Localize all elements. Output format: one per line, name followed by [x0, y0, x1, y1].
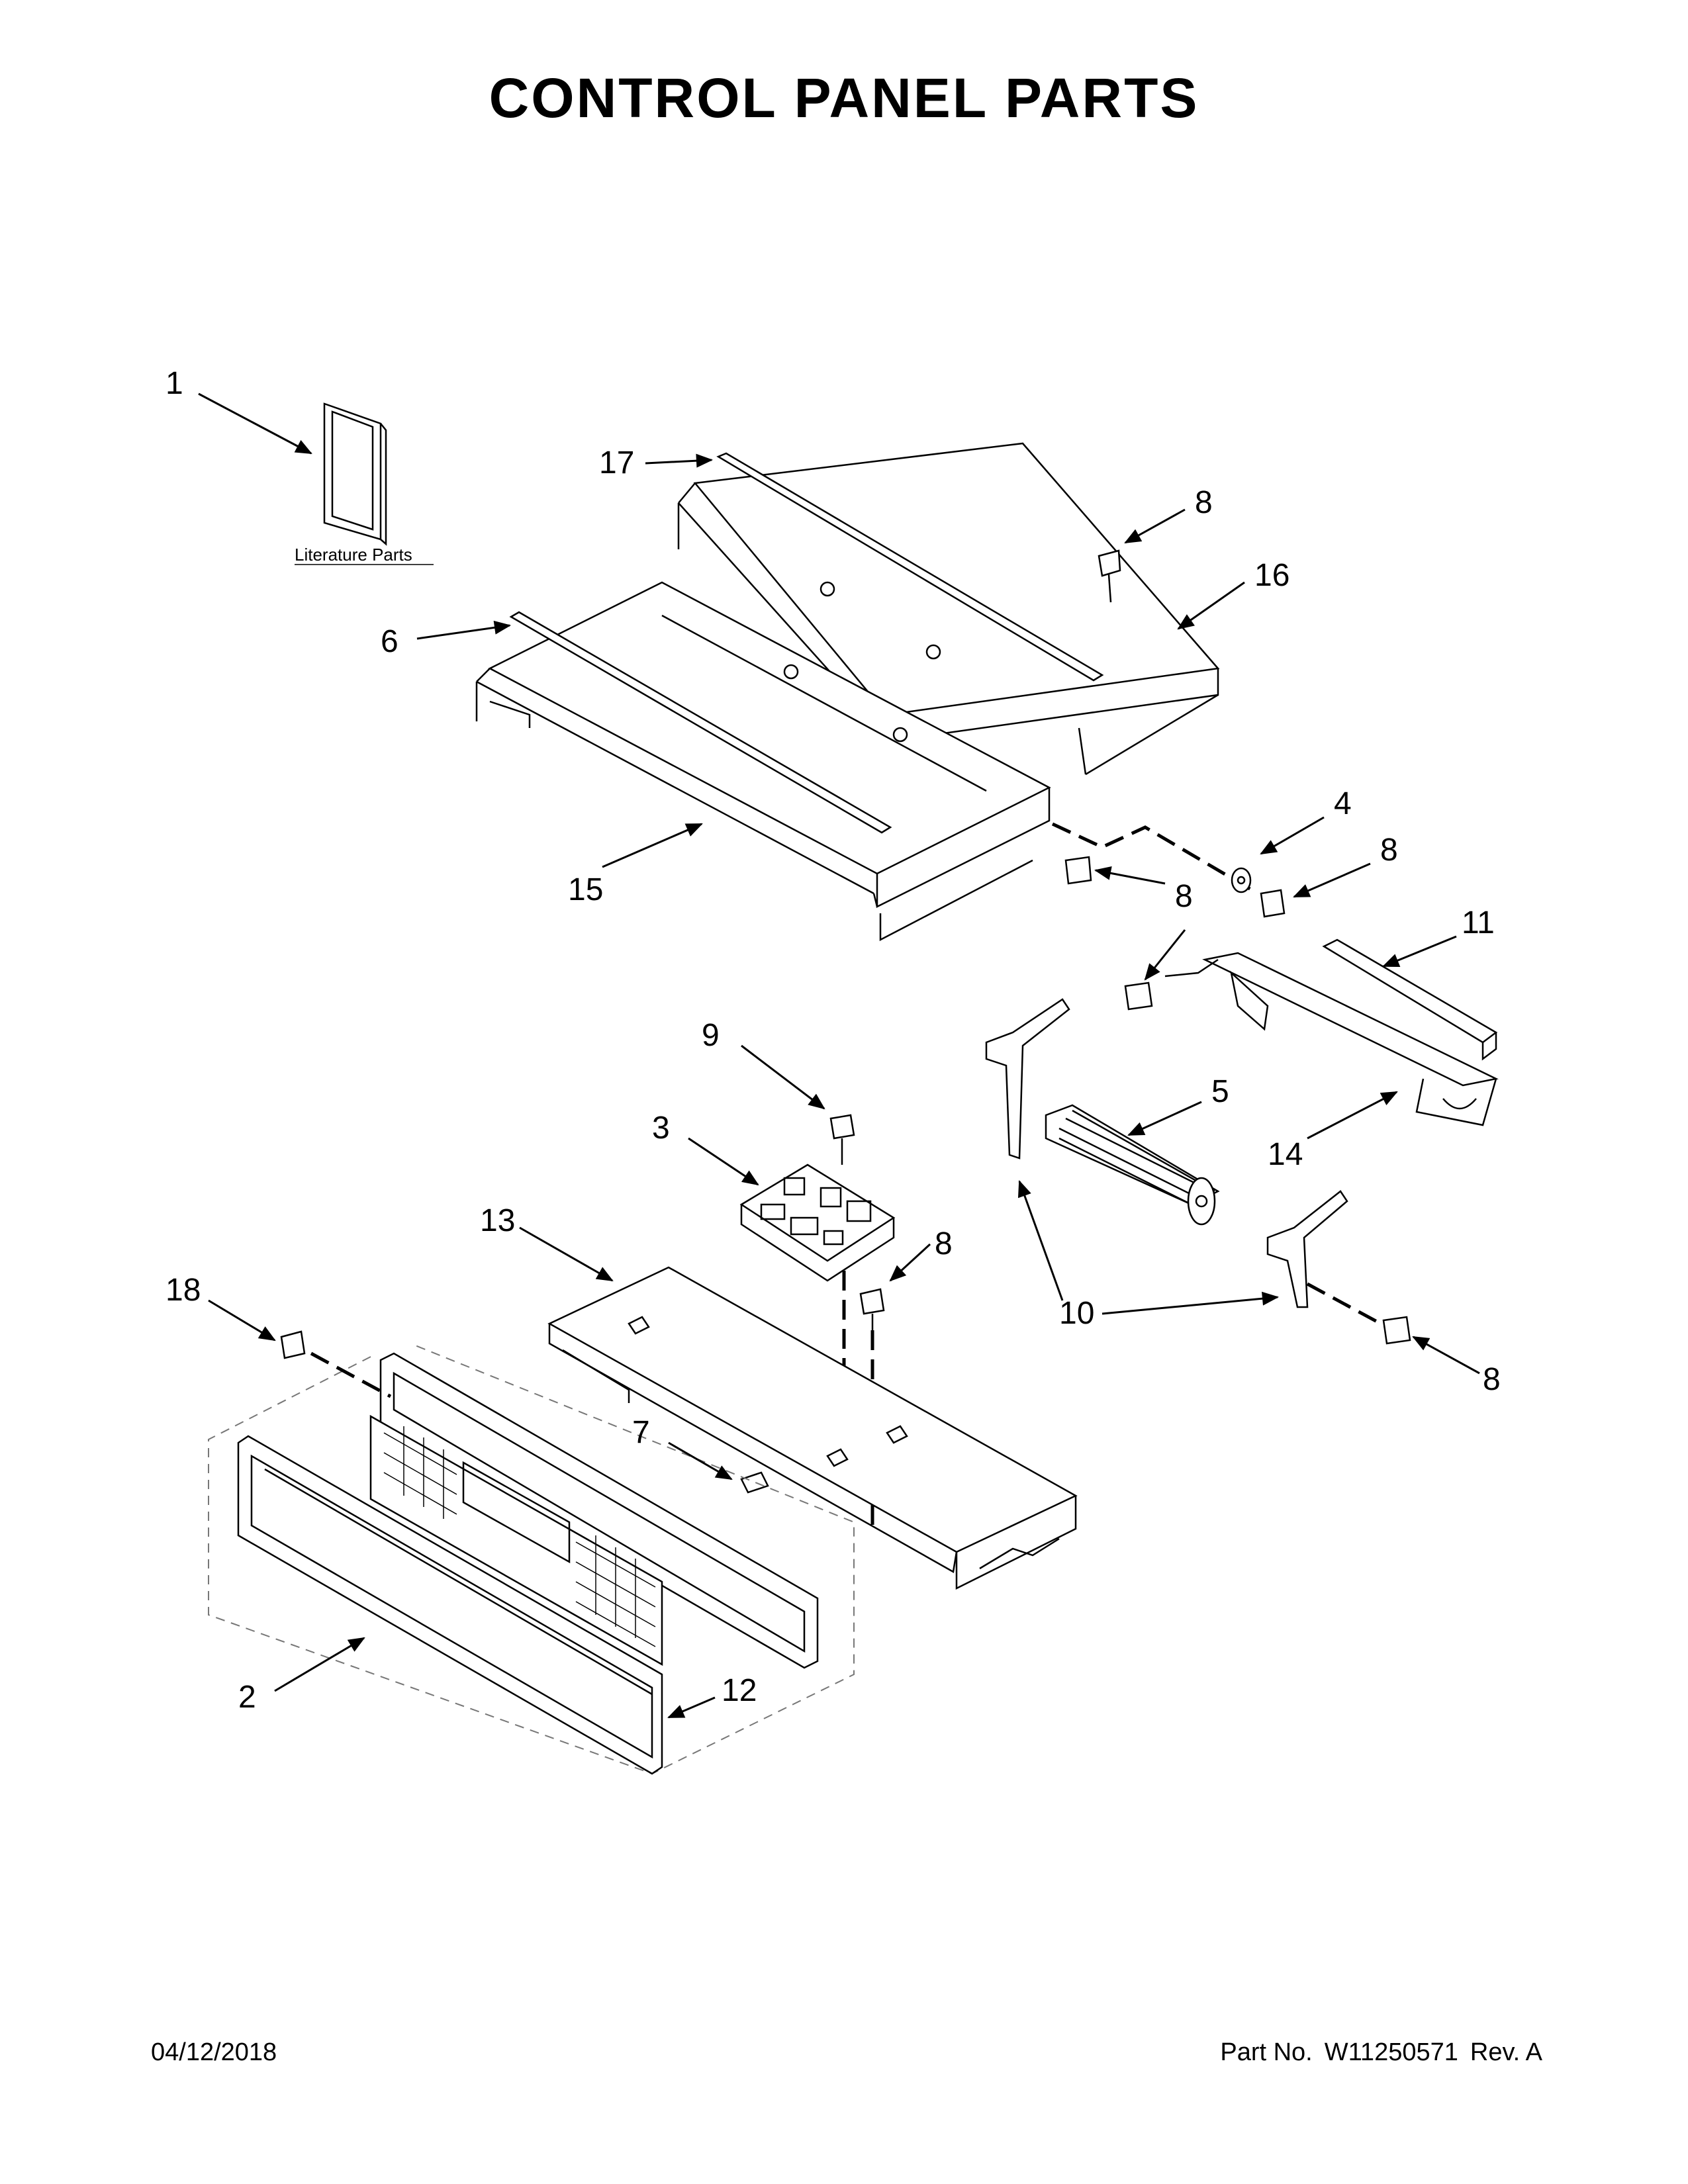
callout-8: 8	[1380, 833, 1398, 868]
fan-mounting-bracket	[1266, 1190, 1348, 1308]
screw	[1098, 549, 1121, 603]
callout-7: 7	[632, 1415, 650, 1450]
clip	[740, 1471, 769, 1494]
screw	[829, 1114, 855, 1165]
insulation-strip	[1322, 938, 1498, 1061]
callout-8: 8	[1195, 485, 1213, 520]
callout-3: 3	[652, 1111, 670, 1146]
revision: Rev. A	[1470, 2038, 1542, 2066]
page-title: CONTROL PANEL PARTS	[489, 67, 1199, 129]
screw	[859, 1288, 885, 1330]
callout-2: 2	[238, 1680, 256, 1715]
callout-14: 14	[1268, 1137, 1303, 1172]
cooling-fan	[1045, 1104, 1220, 1226]
control-panel-mounting-plate	[547, 1266, 1078, 1590]
callout-13: 13	[480, 1203, 515, 1238]
callout-labels: 1 17 8 16 6 4 8 15 8 11 9 5 3 14 13 8 18…	[165, 366, 1501, 1715]
part-number-label: Part No.	[1220, 2038, 1313, 2066]
callout-8: 8	[935, 1226, 953, 1261]
callout-8: 8	[1483, 1362, 1501, 1397]
upper-trim-strip	[716, 452, 1104, 682]
callout-15: 15	[568, 872, 603, 907]
leader-lines	[198, 392, 1480, 1719]
membrane-keypad	[369, 1414, 663, 1666]
footer-part-info: Part No. W11250571 Rev. A	[1208, 2038, 1542, 2067]
literature-booklet	[323, 402, 387, 546]
callout-16: 16	[1254, 558, 1289, 593]
callout-5: 5	[1211, 1074, 1229, 1109]
callout-12: 12	[722, 1673, 757, 1708]
screw	[1064, 856, 1092, 885]
lower-control-cover	[475, 581, 1051, 942]
callout-11: 11	[1462, 905, 1495, 940]
screw	[1382, 1316, 1411, 1345]
fan-mounting-bracket	[985, 998, 1070, 1160]
control-panel	[237, 1435, 663, 1775]
bearing-washer	[1231, 867, 1252, 893]
literature-parts-label: Literature Parts	[295, 545, 412, 565]
callout-4: 4	[1334, 786, 1352, 821]
callout-18: 18	[165, 1273, 201, 1308]
lower-trim-strip	[509, 611, 892, 834]
callout-6: 6	[381, 624, 399, 659]
screw	[1260, 889, 1286, 918]
footer-date: 04/12/2018	[151, 2038, 277, 2066]
callout-8: 8	[1175, 879, 1193, 914]
screw	[1124, 981, 1153, 1011]
callout-9: 9	[702, 1018, 720, 1053]
part-number: W11250571	[1324, 2038, 1458, 2066]
bracket-assembly	[1164, 952, 1499, 1126]
callout-10: 10	[1059, 1296, 1094, 1331]
screw	[280, 1330, 306, 1359]
callout-17: 17	[599, 445, 634, 480]
electronic-control-board	[739, 1163, 896, 1282]
callout-1: 1	[165, 366, 183, 401]
